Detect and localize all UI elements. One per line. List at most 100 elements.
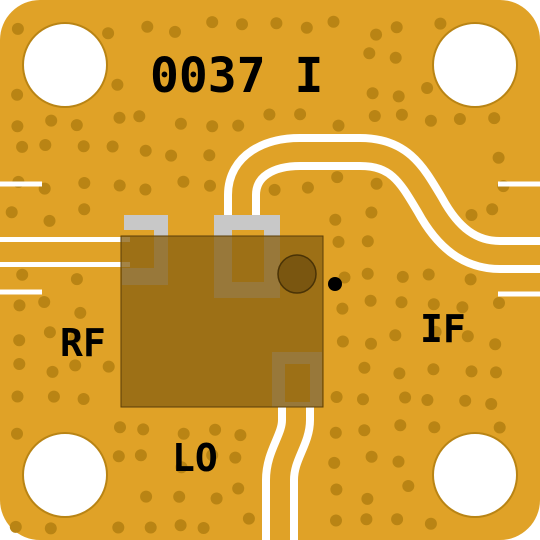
if-port-label: IF <box>420 307 466 351</box>
via-field <box>5 15 510 535</box>
lo-port-label: LO <box>172 436 218 480</box>
via-hole <box>429 325 442 338</box>
via-hole <box>394 419 407 432</box>
via-hole <box>13 334 26 347</box>
via-hole <box>365 337 377 350</box>
via-hole <box>78 177 91 189</box>
via-hole <box>11 88 24 101</box>
if-trace <box>232 142 540 265</box>
via-hole <box>428 421 441 434</box>
via-hole <box>74 306 87 319</box>
via-hole <box>78 203 91 216</box>
via-hole <box>330 483 343 496</box>
via-hole <box>39 139 52 151</box>
via-hole <box>5 206 18 219</box>
via-hole <box>332 119 345 132</box>
via-hole <box>421 394 434 406</box>
mounting-hole-bottom-left <box>22 432 108 518</box>
via-hole <box>332 235 345 248</box>
via-hole <box>361 267 374 280</box>
via-hole <box>174 117 187 130</box>
via-hole <box>361 235 374 248</box>
via-hole <box>434 17 447 30</box>
via-hole <box>140 490 153 503</box>
via-hole <box>392 455 405 468</box>
rf-port-label: RF <box>60 321 106 365</box>
via-hole <box>203 149 216 162</box>
via-hole <box>206 449 219 462</box>
via-hole <box>396 270 409 283</box>
via-hole <box>70 273 83 286</box>
via-hole <box>361 492 374 505</box>
via-hole <box>111 78 124 91</box>
via-hole <box>336 335 349 348</box>
mounting-hole-top-left <box>22 22 108 108</box>
via-hole <box>368 110 381 122</box>
via-hole <box>370 177 383 190</box>
via-hole <box>331 171 344 184</box>
via-hole <box>399 391 412 404</box>
via-hole <box>69 359 82 372</box>
via-hole <box>461 330 474 343</box>
via-hole <box>493 297 505 309</box>
via-hole <box>137 423 150 436</box>
via-hole <box>488 112 501 125</box>
via-hole <box>169 25 181 38</box>
via-hole <box>16 140 29 153</box>
via-hole <box>232 482 245 495</box>
via-hole <box>263 108 276 121</box>
via-hole <box>421 82 434 94</box>
via-hole <box>77 140 90 153</box>
via-hole <box>11 120 24 133</box>
via-hole <box>206 120 219 133</box>
via-hole <box>177 175 190 188</box>
via-hole <box>139 144 152 157</box>
via-hole <box>106 140 119 153</box>
via-hole <box>489 338 502 351</box>
via-hole <box>44 522 57 535</box>
via-hole <box>485 398 498 410</box>
via-hole <box>486 203 499 216</box>
via-hole <box>424 517 437 530</box>
via-hole <box>174 519 187 532</box>
via-hole <box>427 298 440 311</box>
via-hole <box>390 21 403 34</box>
via-hole <box>389 51 402 64</box>
via-hole <box>268 183 281 196</box>
via-hole <box>13 358 26 370</box>
via-hole <box>11 427 23 440</box>
via-hole <box>232 119 245 132</box>
via-hole <box>402 480 415 492</box>
via-hole <box>493 421 506 434</box>
via-hole <box>427 363 440 376</box>
via-hole <box>9 520 22 533</box>
via-hole <box>391 513 404 526</box>
via-hole <box>144 521 157 534</box>
via-hole <box>301 181 314 194</box>
via-hole <box>330 514 342 527</box>
via-hole <box>102 360 115 373</box>
via-hole <box>370 28 383 41</box>
via-hole <box>358 424 371 437</box>
via-hole <box>329 426 342 439</box>
via-hole <box>113 179 126 192</box>
via-hole <box>364 294 377 307</box>
via-hole <box>329 213 342 226</box>
via-hole <box>197 522 210 534</box>
via-hole <box>38 296 51 308</box>
via-hole <box>363 47 376 60</box>
via-hole <box>11 22 24 35</box>
via-hole <box>177 427 190 440</box>
via-hole <box>327 15 340 28</box>
via-hole <box>46 365 59 378</box>
via-hole <box>465 365 478 378</box>
via-hole <box>102 27 115 40</box>
via-hole <box>45 114 58 127</box>
via-hole <box>424 114 437 127</box>
die-pin-marker <box>277 254 317 294</box>
via-hole <box>490 366 502 379</box>
via-hole <box>77 393 90 405</box>
via-hole <box>70 119 83 132</box>
via-hole <box>365 206 378 219</box>
part-number-label: 0037 I <box>150 48 323 104</box>
